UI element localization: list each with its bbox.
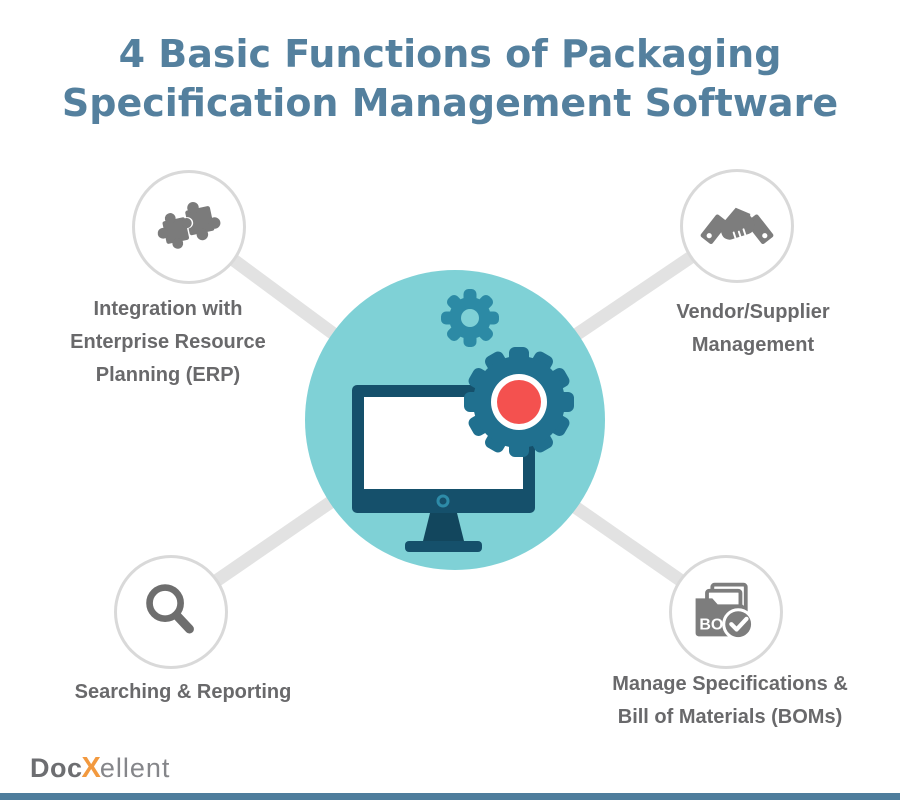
label-line: Vendor/Supplier <box>676 301 830 323</box>
folder-badge-text: BO <box>699 616 723 633</box>
puzzle-icon <box>157 201 221 249</box>
label-line: Integration with <box>93 298 243 320</box>
node-circle-search <box>114 555 228 669</box>
label-line: Enterprise Resource <box>70 331 266 353</box>
bottom-accent-bar <box>0 793 900 800</box>
label-searching-reporting: Searching & Reporting <box>31 676 335 709</box>
node-circle-vendor <box>680 169 794 283</box>
label-line: Management <box>691 334 815 356</box>
label-line: Planning (ERP) <box>95 364 241 386</box>
page-title-line2: Specification Management Software <box>61 81 839 125</box>
small-gear-icon <box>441 289 499 347</box>
label-manage-specs-bom: Manage Specifications & Bill of Material… <box>578 668 882 734</box>
label-line: Searching & Reporting <box>74 681 292 703</box>
large-gear-icon <box>464 347 574 457</box>
docxellent-logo: Doc X ellent <box>30 752 170 785</box>
page-title-line1: 4 Basic Functions of Packaging <box>118 32 782 76</box>
gear-red-center <box>497 380 541 424</box>
folder-check-icon: BO <box>695 582 755 641</box>
label-line: Manage Specifications & <box>612 673 848 695</box>
handshake-icon <box>700 207 774 244</box>
logo-text-doc: Doc <box>30 753 83 783</box>
magnifier-icon <box>146 584 194 634</box>
page-title: 4 Basic Functions of Packaging Specifica… <box>0 30 900 128</box>
logo-text-ellent: ellent <box>99 753 171 783</box>
node-circle-bom: BO <box>669 555 783 669</box>
label-line: Bill of Materials (BOMs) <box>617 706 843 728</box>
node-circle-erp <box>132 170 246 284</box>
logo-x-mark: X <box>81 752 101 784</box>
monitor-gears-illustration <box>305 270 605 570</box>
label-vendor-supplier: Vendor/Supplier Management <box>601 296 900 362</box>
label-erp-integration: Integration with Enterprise Resource Pla… <box>16 293 320 392</box>
